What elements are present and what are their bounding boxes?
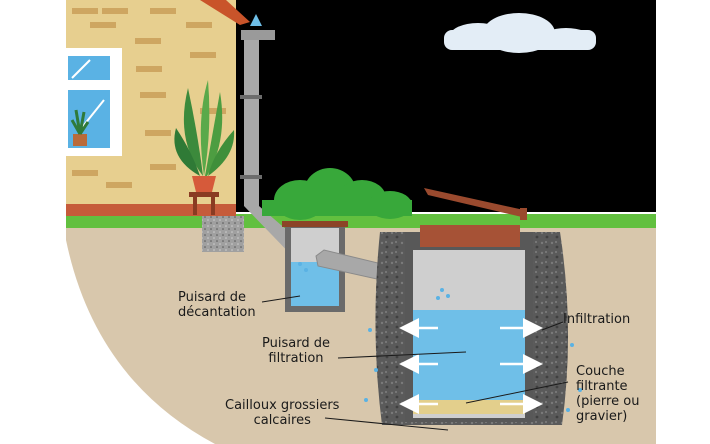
window-icon	[62, 48, 122, 156]
water-drops	[298, 262, 582, 412]
house-base	[66, 204, 236, 216]
plant-icon	[174, 80, 235, 215]
grass	[66, 214, 656, 228]
label-cailloux: Cailloux grossiers calcaires	[225, 398, 340, 428]
label-puisard-filtration: Puisard de filtration	[262, 336, 330, 366]
label-puisard-decantation: Puisard de décantation	[178, 290, 256, 320]
cloud-icon	[444, 13, 596, 53]
concrete-pad	[202, 216, 244, 252]
label-infiltration: Infiltration	[563, 312, 631, 327]
bricks	[72, 8, 226, 188]
splash	[250, 14, 262, 26]
leader-lines	[261, 295, 569, 431]
label-couche-filtrante: Couche filtrante (pierre ou gravier)	[576, 364, 640, 424]
bushes	[262, 168, 412, 220]
lid	[424, 188, 524, 217]
arrow-icon	[399, 318, 543, 414]
roof	[200, 0, 250, 25]
